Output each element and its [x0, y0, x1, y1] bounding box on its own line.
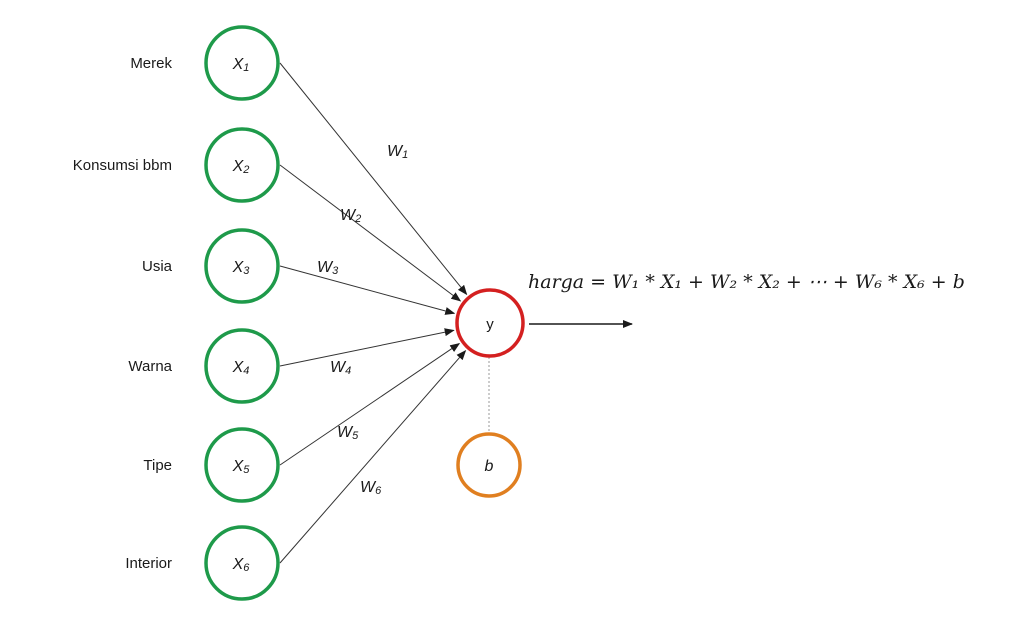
input-node-x3 [204, 228, 280, 304]
feature-label: Warna [128, 358, 172, 375]
feature-label: Konsumsi bbm [73, 157, 172, 174]
feature-label: Merek [130, 55, 172, 72]
input-node-x6 [204, 525, 280, 601]
edge-x2 [279, 164, 462, 302]
weight-label-w4: W4 [330, 359, 351, 377]
feature-label: Interior [125, 555, 172, 572]
weight-label-w6: W6 [360, 479, 382, 497]
bias-node [456, 432, 522, 498]
bias-node-label: b [485, 458, 494, 475]
input-node-x5 [204, 427, 280, 503]
weight-label-w2: W2 [340, 207, 361, 225]
input-node-x2 [204, 127, 280, 203]
edge-x3 [279, 265, 456, 315]
edge-x4 [279, 328, 455, 367]
output-node [455, 288, 525, 358]
edge-x1 [279, 62, 468, 296]
edge-x5 [279, 343, 461, 466]
output-node-label: y [486, 316, 494, 333]
weight-label-w5: W5 [337, 424, 359, 442]
feature-label: Tipe [143, 457, 172, 474]
input-node-x4 [204, 328, 280, 404]
edge-x6 [279, 349, 467, 564]
weight-label-w3: W3 [317, 259, 339, 277]
output-equation: harga = W₁ * X₁ + W₂ * X₂ + ⋯ + W₆ * X₆ … [528, 271, 965, 293]
input-node-x1 [204, 25, 280, 101]
feature-label: Usia [142, 258, 173, 275]
weight-label-w1: W1 [387, 143, 408, 161]
